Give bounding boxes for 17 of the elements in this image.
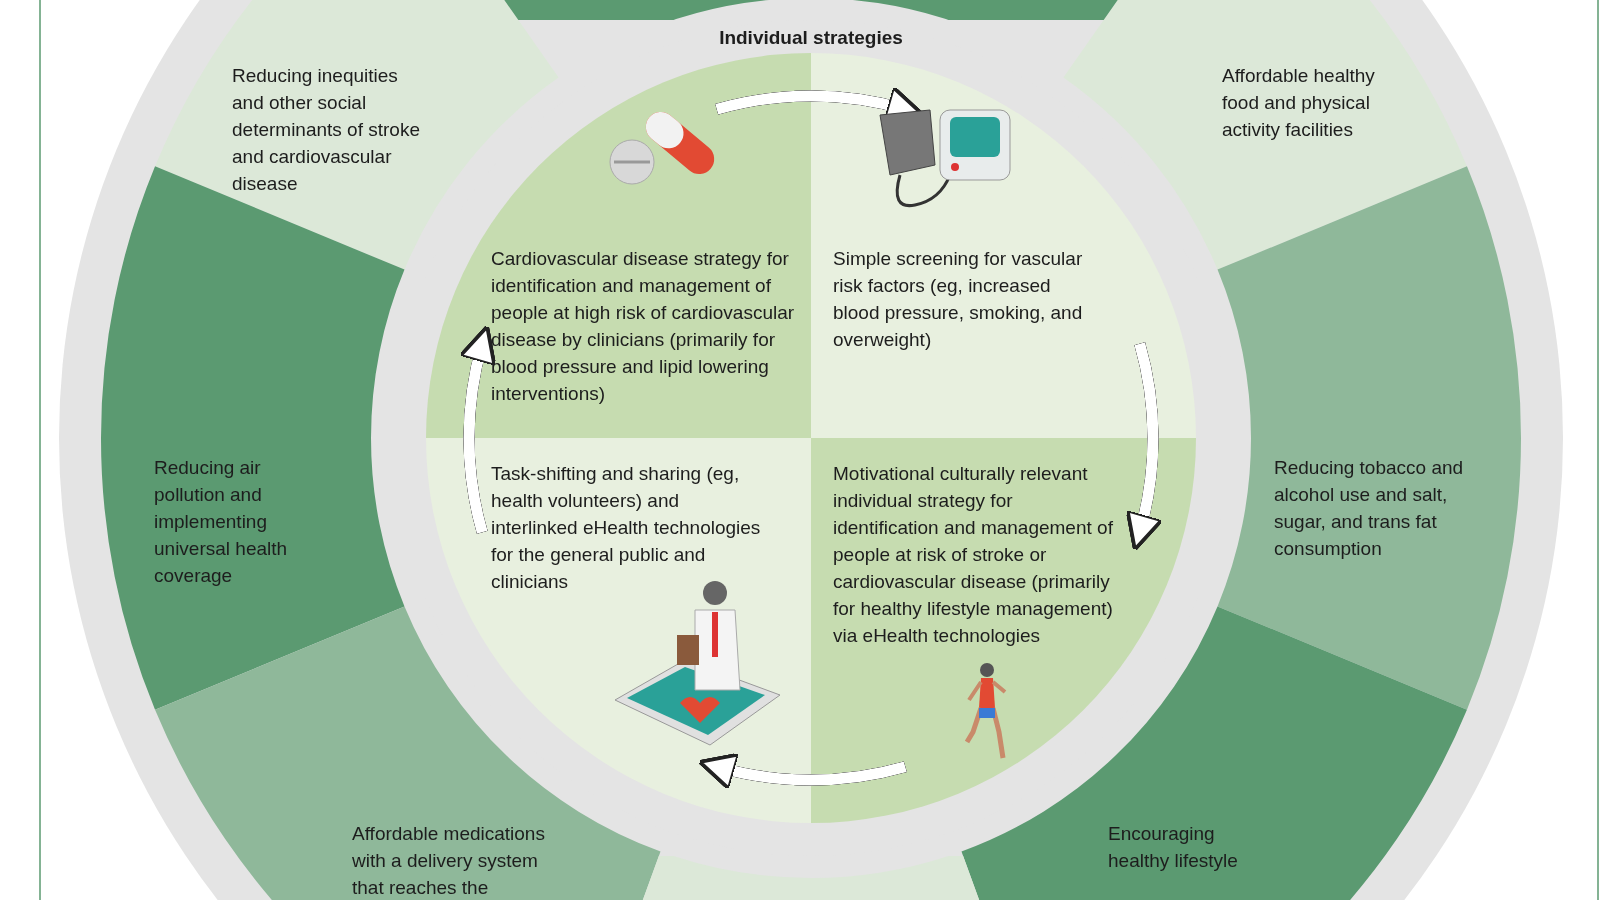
cycle-arrow [697, 751, 907, 790]
ring-title: Individual strategies [719, 26, 903, 50]
strategy-quadrant [426, 53, 811, 438]
segment-text: Encouraging healthy lifestyle [1108, 820, 1268, 874]
cycle-arrow [1124, 342, 1163, 552]
strategy-text: Task-shifting and sharing (eg, health volunteers) and interlinked eHealth technologies for the general public and clinicians [491, 462, 761, 594]
strategy-quadrant [811, 438, 1196, 823]
strategy-quadrant [811, 53, 1196, 438]
strategy-text: Motivational culturally relevant individual strategy for identification and management of people at risk of stroke or cardiovascular disease (primarily for healthy lifestyle management) via eHealth technologies [833, 462, 1114, 648]
segment-text: Reducing inequities and other social determinants of stroke and cardiovascular disease [232, 62, 422, 197]
segment-text: Affordable medications with a delivery system that reaches the [352, 820, 552, 900]
strategy-quadrant [426, 438, 811, 823]
strategy-text: Simple screening for vascular risk factors (eg, increased blood pressure, smoking, and overweight) [833, 247, 1084, 352]
segment-text: Reducing air pollution and implementing universal health coverage [154, 454, 314, 589]
cycle-arrow [459, 324, 498, 534]
segment-text: Reducing tobacco and alcohol use and salt, sugar, and trans fat consumption [1274, 454, 1464, 562]
segment-text: Affordable healthy food and physical activity facilities [1222, 62, 1412, 143]
